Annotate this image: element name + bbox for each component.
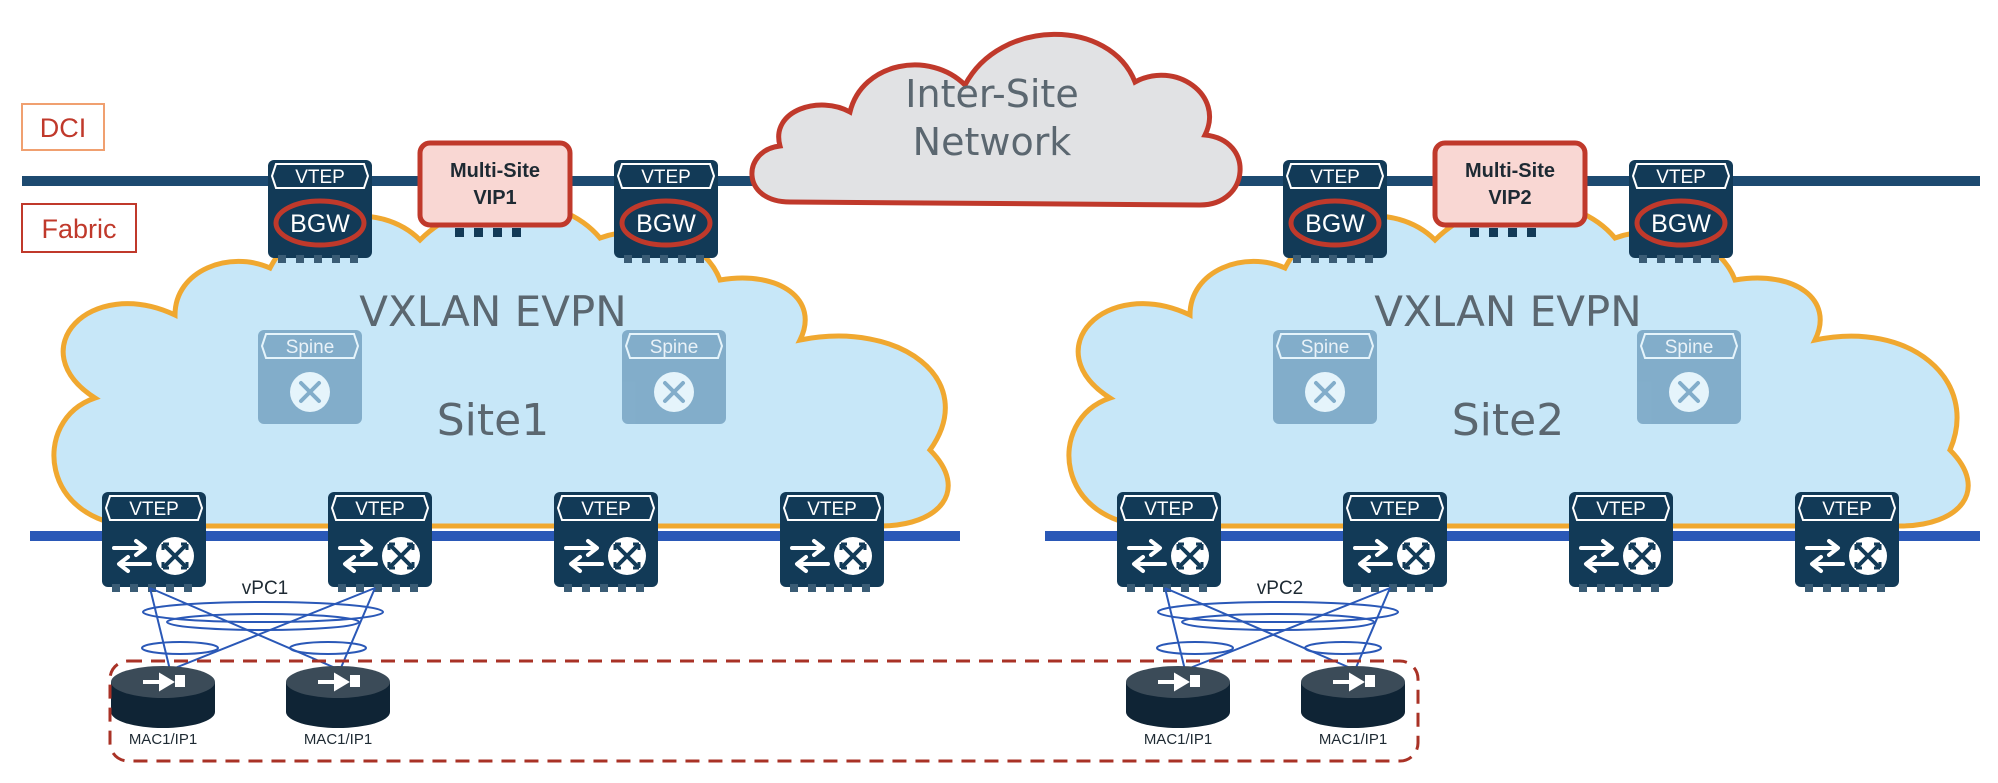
site2-host-1 [1124, 664, 1232, 730]
site2-bgw-1: VTEP BGW [1283, 160, 1387, 263]
site2-fabric-cloud [1066, 199, 1971, 529]
fabric-tag: Fabric [21, 203, 137, 253]
site2-leaf-1: VTEP [1117, 492, 1221, 592]
site1-leaf-line [30, 531, 960, 541]
svg-text:Spine: Spine [286, 337, 335, 358]
svg-text:VTEP: VTEP [807, 499, 857, 520]
site1: VXLAN EVPN Site1 Spine Spine VTEP BGW VT… [30, 140, 960, 748]
svg-text:Multi-Site: Multi-Site [1465, 160, 1555, 182]
site2-leaf-3: VTEP [1569, 492, 1673, 592]
svg-text:VTEP: VTEP [641, 167, 691, 188]
site1-host-2 [284, 664, 392, 730]
svg-text:VTEP: VTEP [1144, 499, 1194, 520]
svg-text:VIP2: VIP2 [1488, 187, 1531, 209]
site1-host-1 [109, 664, 217, 730]
inter-site-network-cloud: Inter-Site Network [749, 31, 1243, 208]
svg-text:VTEP: VTEP [295, 167, 345, 188]
site1-spine-2: Spine [620, 328, 728, 426]
site2-fabric-title: VXLAN EVPN [1374, 287, 1641, 336]
svg-text:VTEP: VTEP [1822, 499, 1872, 520]
svg-text:VTEP: VTEP [1310, 167, 1360, 188]
svg-text:BGW: BGW [636, 210, 696, 238]
site2-spine-2: Spine [1635, 328, 1743, 426]
site2-name: Site2 [1452, 395, 1564, 446]
site1-host-2-label: MAC1/IP1 [304, 731, 372, 748]
site1-fabric-title: VXLAN EVPN [359, 287, 626, 336]
fabric-label: Fabric [41, 214, 116, 244]
svg-text:VTEP: VTEP [1596, 499, 1646, 520]
site2-host-1-label: MAC1/IP1 [1144, 731, 1212, 748]
isn-title-line1: Inter-Site [905, 72, 1078, 116]
site2-vpc-links [1156, 587, 1399, 671]
site2-host-2 [1299, 664, 1407, 730]
site2-leaf-line [1045, 531, 1980, 541]
site1-fabric-cloud [51, 199, 951, 529]
svg-text:VIP1: VIP1 [473, 187, 516, 209]
dci-tag: DCI [21, 103, 105, 151]
site2-multisite-vip: Multi-Site VIP2 [1432, 140, 1588, 237]
dci-label: DCI [40, 113, 87, 143]
site2-leaf-4: VTEP [1795, 492, 1899, 592]
svg-text:VTEP: VTEP [355, 499, 405, 520]
site1-spine-1: Spine [256, 328, 364, 426]
site2-vpc-label: vPC2 [1257, 578, 1303, 599]
site1-leaf-4: VTEP [780, 492, 884, 592]
svg-text:Multi-Site: Multi-Site [450, 160, 540, 182]
svg-text:VTEP: VTEP [1370, 499, 1420, 520]
site1-host-1-label: MAC1/IP1 [129, 731, 197, 748]
site1-vpc-links [141, 587, 384, 671]
stretched-segment-box [108, 659, 1420, 763]
svg-text:Spine: Spine [1301, 337, 1350, 358]
site1-leaf-3: VTEP [554, 492, 658, 592]
svg-text:BGW: BGW [1305, 210, 1365, 238]
svg-text:VTEP: VTEP [581, 499, 631, 520]
site2: VXLAN EVPN Site2 Spine Spine VTEP BGW VT… [1045, 140, 1980, 748]
svg-text:BGW: BGW [290, 210, 350, 238]
site2-host-2-label: MAC1/IP1 [1319, 731, 1387, 748]
isn-cloud-shape [749, 31, 1243, 208]
site1-multisite-vip: Multi-Site VIP1 [417, 140, 573, 237]
svg-text:Spine: Spine [1665, 337, 1714, 358]
site2-bgw-2: VTEP BGW [1629, 160, 1733, 263]
site1-leaf-2: VTEP [328, 492, 432, 592]
site2-spine-1: Spine [1271, 328, 1379, 426]
site2-leaf-2: VTEP [1343, 492, 1447, 592]
site1-name: Site1 [437, 395, 549, 446]
site1-vpc-label: vPC1 [242, 578, 288, 599]
svg-text:BGW: BGW [1651, 210, 1711, 238]
isn-title-line2: Network [913, 120, 1072, 164]
site1-leaf-1: VTEP [102, 492, 206, 592]
svg-text:VTEP: VTEP [1656, 167, 1706, 188]
svg-text:Spine: Spine [650, 337, 699, 358]
site1-bgw-2: VTEP BGW [614, 160, 718, 263]
svg-text:VTEP: VTEP [129, 499, 179, 520]
site1-bgw-1: VTEP BGW [268, 160, 372, 263]
